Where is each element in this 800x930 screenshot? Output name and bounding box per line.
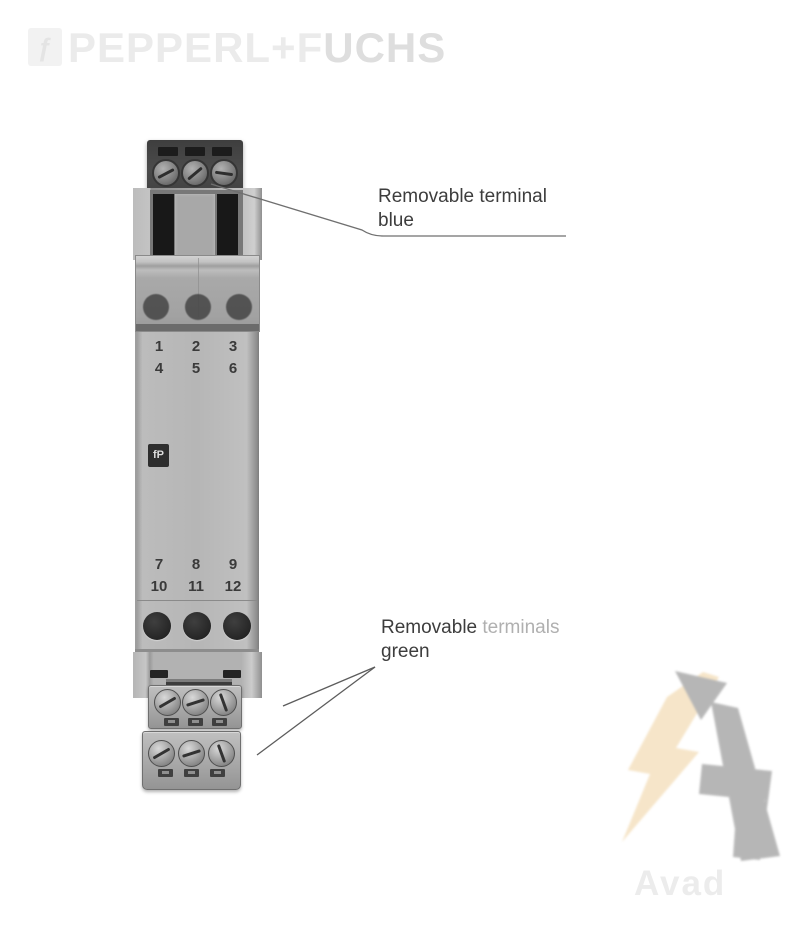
watermark-logo [600,652,800,912]
terminal-number: 6 [228,360,238,377]
terminal-screw-icon [177,740,205,767]
wire-slot [187,718,203,726]
terminal-number: 8 [191,556,201,573]
wire-slot [211,718,227,726]
terminal-screw-icon [181,689,209,716]
terminal-screw-row [147,156,243,187]
terminal-number: 11 [188,578,204,595]
wire-slot [211,147,232,156]
test-socket [143,612,171,640]
cover-hole [184,294,211,320]
terminal-slot-row [149,716,241,726]
housing-pillar [175,194,215,258]
terminal-screw-icon [180,159,209,187]
housing-top [133,188,262,260]
terminal-block-green-lower [142,731,241,790]
test-socket [183,612,211,640]
terminal-number: 4 [154,360,164,377]
terminal-screw-icon [148,740,176,767]
terminal-number: 3 [228,338,238,355]
wire-slot [158,147,179,156]
annotation-removable-terminals-green: Removable terminals green [381,616,559,664]
terminal-screw-icon [209,689,237,716]
terminal-number: 5 [191,360,201,377]
terminal-number: 7 [154,556,164,573]
wire-slot [209,769,225,777]
leader-line-green-2 [256,666,376,756]
pf-body-logo-icon: fP [148,444,169,467]
signal-conditioner-device: 1 2 3 4 5 6 fP 7 8 9 10 11 12 [133,140,262,791]
brand-name-dark: UCHS [323,24,447,71]
terminal-screw-icon [207,740,235,767]
terminal-number-row: 10 11 12 [143,578,249,595]
terminal-screw-icon [210,159,239,187]
annotation-line: Removable terminals [381,616,559,640]
terminal-number-row: 1 2 3 [143,338,249,355]
annotation-text-faded: terminals [477,617,560,638]
cover-bottom-band [136,324,259,331]
cover-hole [143,294,169,320]
terminal-slot-row [143,767,240,777]
terminal-number: 2 [191,338,201,355]
annotation-line: blue [378,210,414,231]
watermark-text: Avad [634,864,727,903]
leader-line-green-1 [282,666,376,707]
test-socket [223,612,251,640]
cover-holes [143,294,252,320]
wire-slot [183,769,199,777]
terminal-block-blue [147,140,243,192]
terminal-number: 1 [154,338,164,355]
terminal-screw-row [149,686,241,716]
body-divider-line [137,600,257,601]
brand-name-light: PEPPERL+F [68,24,324,71]
terminal-screw-icon [151,159,180,187]
wire-slot [184,147,205,156]
test-socket-row [143,612,251,640]
housing-recess [150,190,243,260]
terminal-screw-row [143,732,240,767]
wire-slot [158,769,174,777]
pepperl-fuchs-logo-icon: ƒ [28,28,62,66]
terminal-screw-icon [153,689,181,716]
terminal-number: 10 [150,578,168,595]
wire-slot [163,718,179,726]
terminal-number-row: 7 8 9 [143,556,249,573]
terminal-block-green-upper [148,685,242,729]
terminal-number-row: 4 5 6 [143,360,249,377]
cover-hole [226,294,252,320]
brand-name: PEPPERL+FUCHS [68,24,446,72]
terminal-slot-row [147,140,243,156]
annotation-removable-terminal-blue: Removable terminal blue [378,185,547,233]
annotation-line: Removable terminal [378,186,547,207]
housing-slot [153,194,174,256]
device-body: 1 2 3 4 5 6 fP 7 8 9 10 11 12 [135,332,259,652]
transparent-cover [135,255,260,332]
housing-slot [223,670,241,678]
lightning-bolt-icon [622,671,780,861]
brand-header: ƒ PEPPERL+FUCHS [28,24,446,72]
housing-slot [150,670,168,678]
annotation-text-dark: Removable [381,617,478,638]
terminal-number: 9 [228,556,238,573]
housing-slot [217,194,238,256]
terminal-number: 12 [224,578,242,595]
annotation-line: green [381,641,430,662]
